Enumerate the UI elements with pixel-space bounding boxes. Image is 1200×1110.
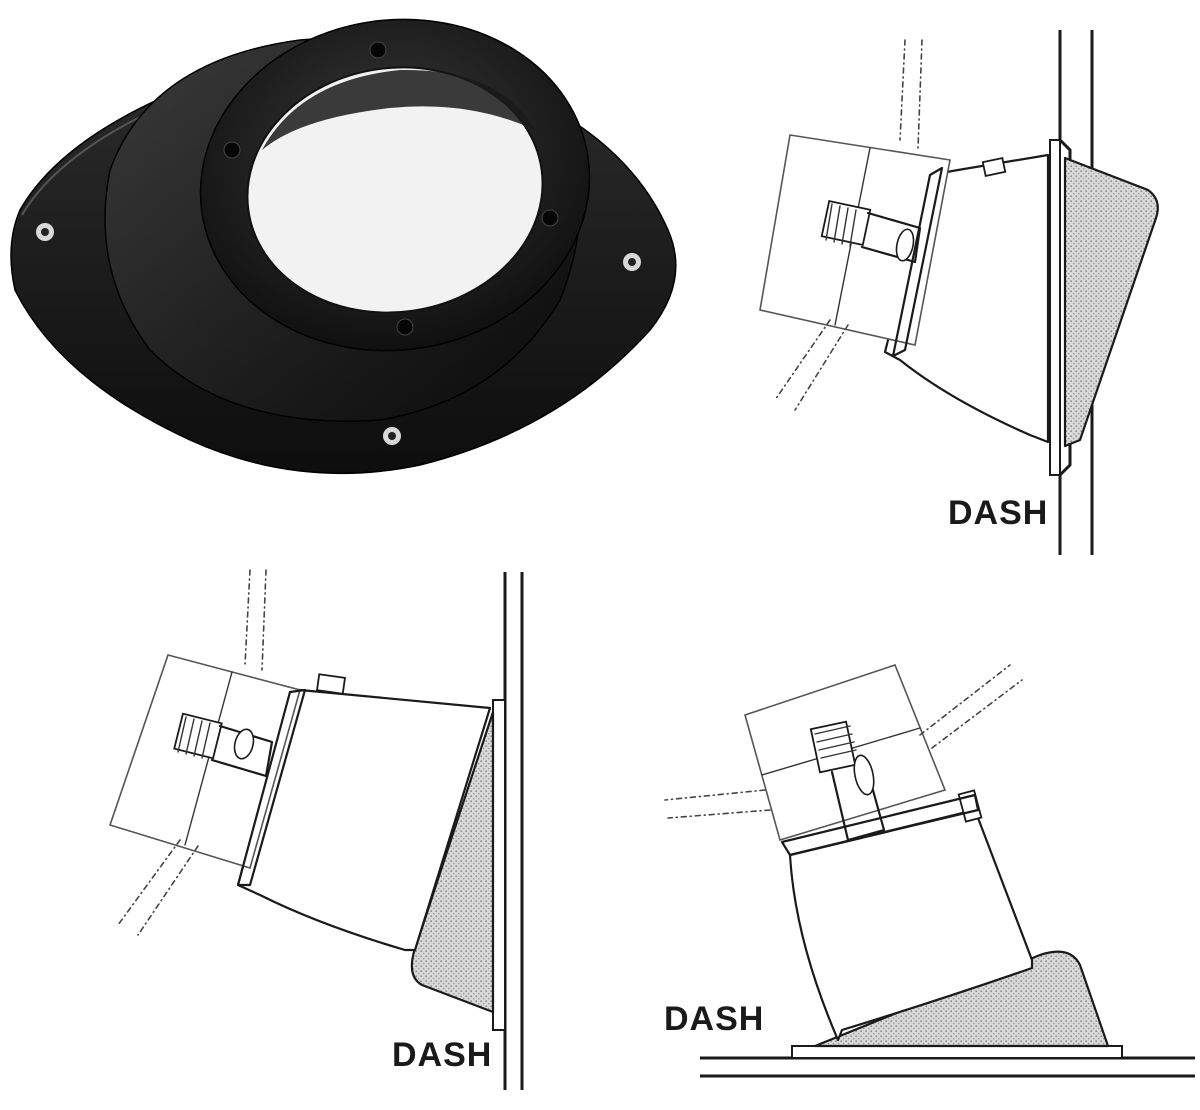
- gauge-body: [788, 808, 1034, 1042]
- ring-hole-icon: [541, 209, 559, 227]
- mounting-bracket: [108, 654, 301, 870]
- product-photo: [10, 18, 677, 475]
- cable: [664, 789, 771, 819]
- bolt-icon: [809, 720, 886, 842]
- angled-wedge: [813, 950, 1110, 1048]
- dash-wall: [1058, 30, 1094, 555]
- cable: [117, 839, 199, 936]
- cable: [774, 319, 849, 411]
- cable: [899, 39, 923, 149]
- dash-floor: [700, 1056, 1195, 1078]
- screw-hole-icon: [383, 427, 401, 445]
- diagram-wall-mount-top: DASH: [759, 30, 1159, 555]
- diagram-wall-mount-bottom: DASH: [108, 569, 524, 1090]
- screw-hole-icon: [623, 253, 641, 271]
- dash-label: DASH: [392, 1036, 492, 1074]
- diagram-surface-mount: DASH: [664, 664, 1195, 1078]
- screw-hole-icon: [36, 223, 54, 241]
- ring-hole-icon: [223, 141, 241, 159]
- angled-wedge: [1063, 156, 1159, 448]
- mount-opening: [246, 66, 544, 314]
- bolt-icon: [820, 199, 922, 264]
- ring-hole-icon: [396, 318, 414, 336]
- dash-label: DASH: [948, 494, 1048, 532]
- cable: [244, 569, 267, 671]
- gauge-body: [236, 688, 492, 952]
- dash-label: DASH: [664, 1000, 764, 1038]
- dash-wall: [503, 572, 524, 1090]
- cable: [919, 664, 1023, 749]
- ring-hole-icon: [369, 41, 387, 59]
- bolt-icon: [173, 712, 274, 778]
